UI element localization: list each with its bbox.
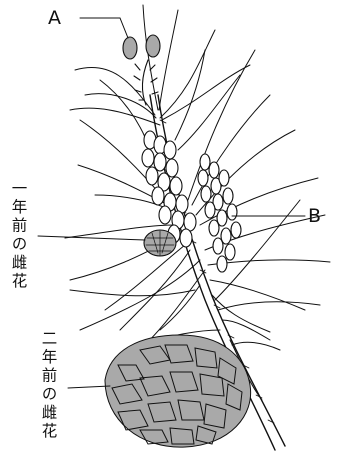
male-flower-cluster-right: [198, 154, 241, 272]
label-b: B: [308, 207, 321, 226]
top-male-catkin: [123, 35, 160, 105]
one-year-female-flower-label: 一年前の雌花: [10, 180, 26, 330]
two-year-female-flower-label: 二年前の雌花: [40, 330, 56, 460]
label-a: A: [48, 9, 61, 28]
one-year-female-cone: [144, 230, 176, 256]
two-year-female-cone: [105, 335, 251, 447]
